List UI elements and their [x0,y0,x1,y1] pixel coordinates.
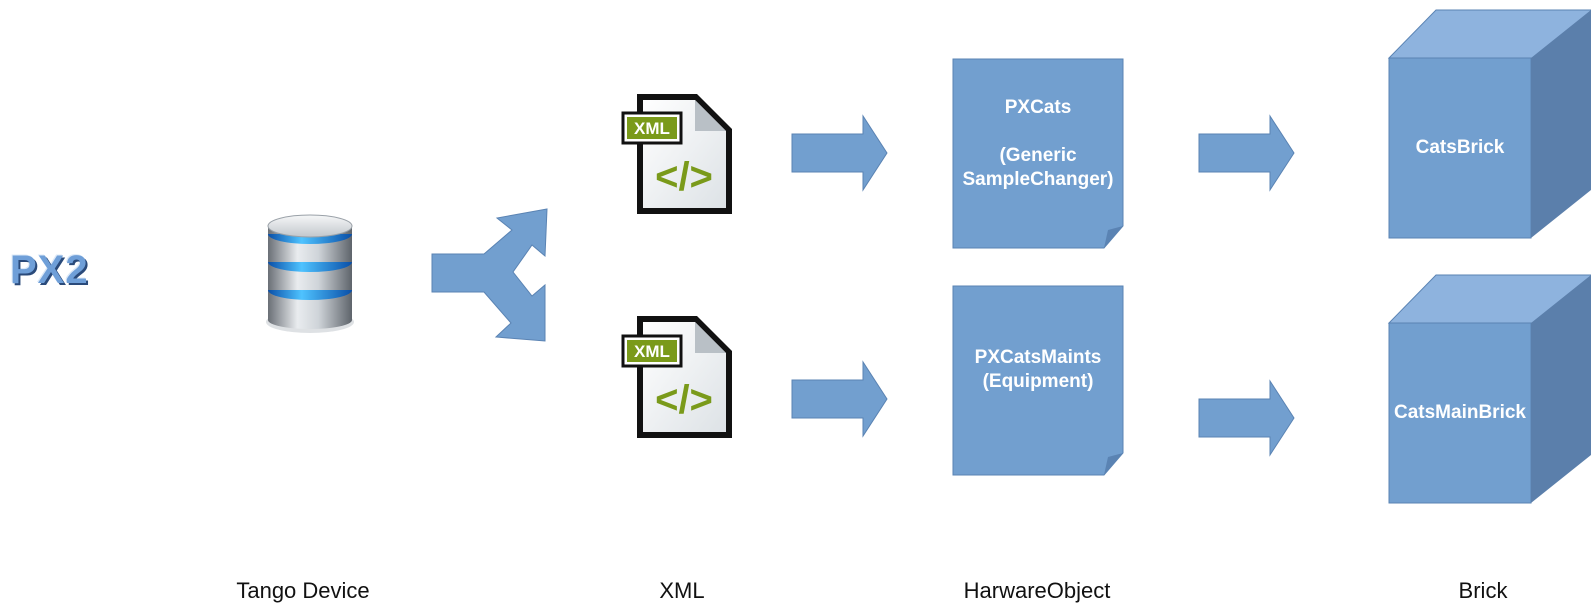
xml-file-icon: XML </> [621,94,732,214]
xml-code-glyph: </> [655,378,713,422]
arrow-xml-to-hwobj-bottom [791,360,888,438]
column-label-brick: Brick [1458,578,1508,603]
hwobj-fold [1104,226,1123,248]
column-label-tango-device: Tango Device [236,578,370,603]
arrow-hwobj-to-brick-top [1198,114,1295,192]
brick-cube [1387,9,1591,239]
xml-code-glyph: </> [655,155,713,199]
brick-label-catsbrick: CatsBrick [1415,137,1505,158]
xml-badge-text: XML [634,342,670,361]
brick-cube [1387,274,1591,504]
arrow-hwobj-to-brick-bottom [1198,379,1295,457]
brick-label-catsmainbrick: CatsMainBrick [1394,402,1526,423]
hwobj-label-pxcatsmaints: PXCatsMaints (Equipment) [974,347,1102,392]
column-label-hardware-object: HarwareObject [963,578,1111,603]
arrow-xml-to-hwobj-top [791,114,888,192]
hwobj-fold [1104,453,1123,475]
column-label-xml: XML [659,578,705,603]
xml-file-icon: XML </> [621,316,732,438]
hwobj-label-pxcats: PXCats (Generic SampleChanger) [962,97,1114,190]
diagram-title: PX2 [10,248,89,292]
split-arrow [431,208,548,342]
xml-badge-text: XML [634,119,670,138]
database-icon [266,214,354,333]
